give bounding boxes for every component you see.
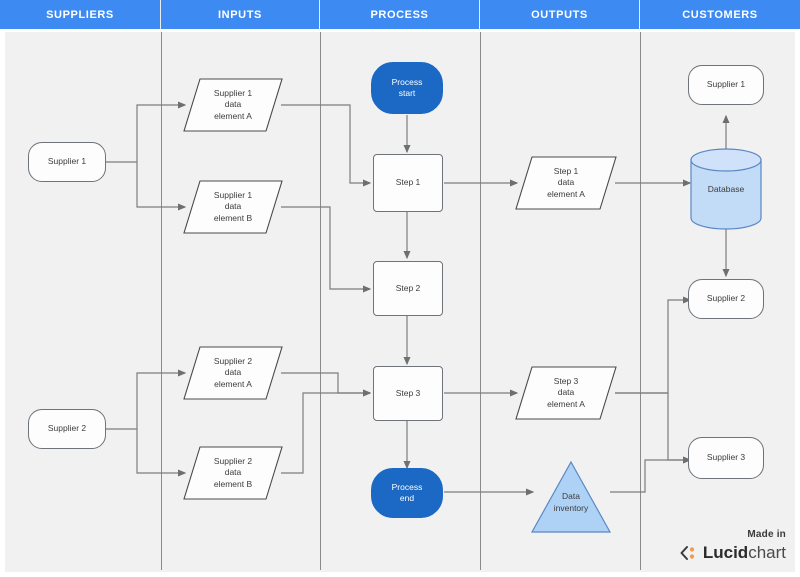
shape-input-s1-element-a[interactable]: Supplier 1 data element A: [183, 78, 283, 132]
shape-customer-3-label: Supplier 3: [706, 452, 746, 463]
shape-input-s2-element-a-label: Supplier 2 data element A: [213, 355, 253, 389]
shape-supplier-1[interactable]: Supplier 1: [28, 142, 106, 182]
shape-customer-3[interactable]: Supplier 3: [688, 437, 764, 479]
lane-divider-2: [320, 32, 321, 570]
shape-data-inventory-label: Data inventory: [553, 491, 589, 513]
shape-process-start[interactable]: Process start: [371, 62, 443, 114]
shape-output-step3-element-a[interactable]: Step 3 data element A: [515, 366, 617, 420]
shape-output-step1-element-a[interactable]: Step 1 data element A: [515, 156, 617, 210]
shape-database-cylinder[interactable]: Database: [690, 148, 762, 230]
shape-customer-1[interactable]: Supplier 1: [688, 65, 764, 105]
lane-divider-4: [640, 32, 641, 570]
swimlane-header: SUPPLIERS INPUTS PROCESS OUTPUTS CUSTOME…: [0, 0, 800, 29]
lane-divider-1: [161, 32, 162, 570]
shape-input-s2-element-b-label: Supplier 2 data element B: [213, 455, 253, 489]
shape-process-end-label: Process end: [391, 481, 423, 503]
lucidchart-brand-light: chart: [748, 543, 786, 562]
header-label-suppliers: SUPPLIERS: [46, 8, 114, 21]
header-label-customers: CUSTOMERS: [682, 8, 758, 21]
shape-process-start-label: Process start: [391, 76, 423, 98]
shape-step-3-label: Step 3: [395, 387, 421, 398]
lucidchart-wordmark: Lucid chart: [678, 543, 786, 563]
header-cell-process: PROCESS: [320, 0, 480, 29]
shape-input-s2-element-a[interactable]: Supplier 2 data element A: [183, 346, 283, 400]
shape-data-inventory-triangle[interactable]: Data inventory: [530, 460, 612, 534]
shape-output-step1-element-a-label: Step 1 data element A: [547, 165, 585, 199]
header-cell-customers: CUSTOMERS: [640, 0, 800, 29]
shape-step-1-label: Step 1: [395, 177, 421, 188]
shape-database-label: Database: [707, 184, 745, 194]
shape-input-s2-element-b[interactable]: Supplier 2 data element B: [183, 446, 283, 500]
shape-step-3[interactable]: Step 3: [373, 366, 443, 421]
header-label-process: PROCESS: [370, 8, 429, 21]
shape-output-step3-element-a-label: Step 3 data element A: [547, 375, 585, 409]
shape-input-s1-element-b-label: Supplier 1 data element B: [213, 189, 253, 223]
header-label-outputs: OUTPUTS: [531, 8, 588, 21]
lane-divider-3: [480, 32, 481, 570]
header-cell-outputs: OUTPUTS: [480, 0, 640, 29]
shape-step-2[interactable]: Step 2: [373, 261, 443, 316]
shape-input-s1-element-b[interactable]: Supplier 1 data element B: [183, 180, 283, 234]
shape-step-2-label: Step 2: [395, 282, 421, 293]
shape-supplier-1-label: Supplier 1: [47, 156, 87, 167]
shape-input-s1-element-a-label: Supplier 1 data element A: [213, 87, 253, 121]
header-cell-suppliers: SUPPLIERS: [0, 0, 161, 29]
header-label-inputs: INPUTS: [218, 8, 262, 21]
shape-supplier-2[interactable]: Supplier 2: [28, 409, 106, 449]
shape-supplier-2-label: Supplier 2: [47, 423, 87, 434]
header-cell-inputs: INPUTS: [161, 0, 320, 29]
lucidchart-brand-bold: Lucid: [702, 543, 749, 562]
made-in-label: Made in: [747, 529, 786, 540]
shape-customer-2-label: Supplier 2: [706, 293, 746, 304]
shape-step-1[interactable]: Step 1: [373, 154, 443, 212]
shape-process-end[interactable]: Process end: [371, 468, 443, 518]
lucidchart-logo-icon: [678, 544, 698, 562]
shape-customer-1-label: Supplier 1: [706, 79, 746, 90]
lucidchart-credit: Made in Lucid chart: [678, 529, 786, 563]
shape-customer-2[interactable]: Supplier 2: [688, 279, 764, 319]
